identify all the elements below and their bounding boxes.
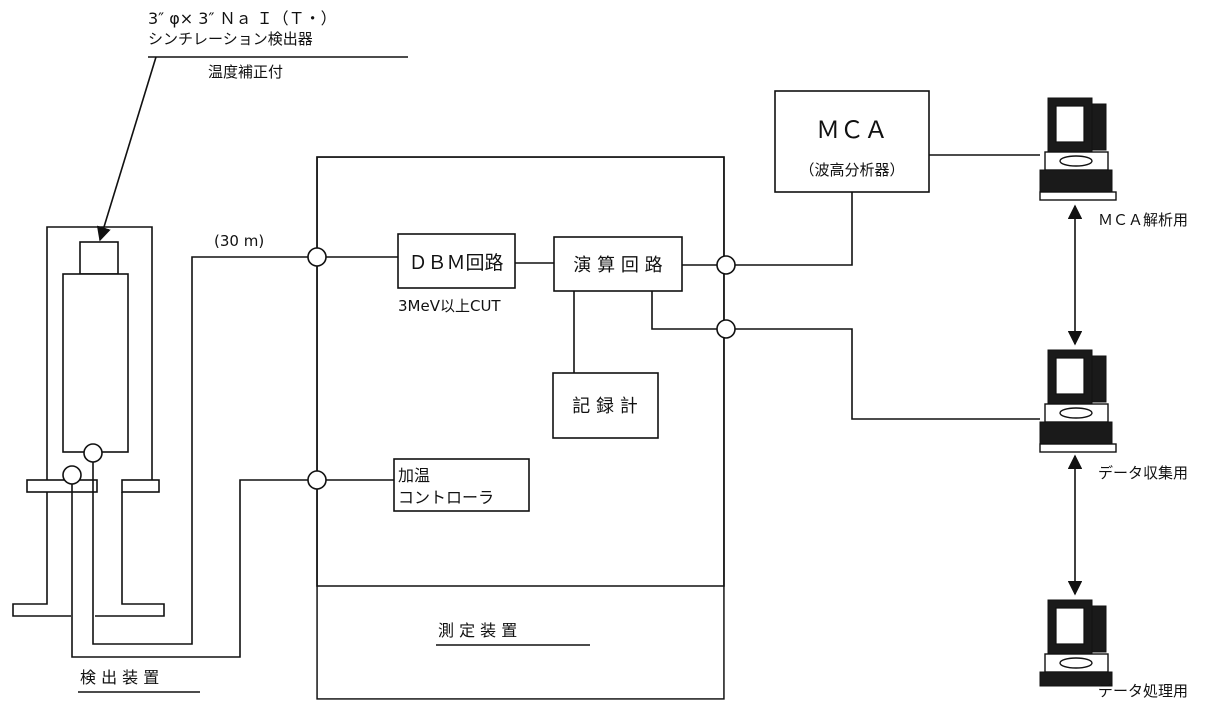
mca-subtitle: （波高分析器） xyxy=(799,161,904,179)
heater-controller-box xyxy=(393,458,530,512)
heater-controller-line1: 加温 xyxy=(398,466,430,485)
detector-signal-port xyxy=(83,443,103,463)
dbm-circuit-box xyxy=(397,233,516,289)
recorder-label: 記 録 計 xyxy=(572,396,637,417)
detector-title-line2: シンチレーション検出器 xyxy=(148,30,313,48)
detector-title-line3: 温度補正付 xyxy=(208,63,283,81)
detector-section-label: 検 出 装 置 xyxy=(80,668,159,687)
wire-out-to-pc2 xyxy=(735,328,1040,420)
detector-housing xyxy=(12,226,165,617)
computer-mca-analysis xyxy=(1039,97,1117,201)
recorder-box xyxy=(552,372,659,439)
heater-controller-line2: コントローラ xyxy=(398,488,494,507)
wire-calc-to-out2 xyxy=(651,291,717,330)
detector-title-line1: 3″ φ× 3″ Ｎａ Ｉ（Ｔ・） xyxy=(148,9,337,28)
computer-icon xyxy=(1039,599,1113,687)
signal-cable xyxy=(92,256,308,645)
housing-left-wall xyxy=(46,226,153,467)
computer-data-collection xyxy=(1039,349,1117,453)
enclosure-outline xyxy=(316,156,725,587)
cable-length-label: (30 m) xyxy=(214,232,264,250)
calculation-circuit-label: 演 算 回 路 xyxy=(573,255,662,276)
computer-icon xyxy=(1039,97,1117,201)
detector-heater-port xyxy=(62,465,82,485)
detector-callout-arrow xyxy=(96,56,157,242)
dbm-circuit-label: ＤＢＭ回路 xyxy=(408,252,503,274)
heater-cable xyxy=(71,479,308,658)
nai-crystal xyxy=(62,273,129,453)
detector-cap xyxy=(79,241,119,275)
dbm-cutoff-note: 3MeV以上CUT xyxy=(398,297,501,315)
mca-title: ＭＣＡ xyxy=(816,116,888,144)
detector-title: 3″ φ× 3″ Ｎａ Ｉ（Ｔ・） シンチレーション検出器 温度補正付 xyxy=(148,9,408,81)
base-right-leg xyxy=(95,492,165,617)
calculation-circuit-box xyxy=(553,236,683,292)
output-mca-connector xyxy=(716,255,736,275)
measurement-section-label: 測 定 装 置 xyxy=(438,621,517,640)
output-pc-connector xyxy=(716,319,736,339)
computer-data-processing xyxy=(1039,599,1113,687)
housing-right-flange xyxy=(121,479,160,493)
base-left-leg xyxy=(12,492,71,617)
input-signal-connector xyxy=(307,247,327,267)
input-heater-connector xyxy=(307,470,327,490)
computer-label-mca-analysis: ＭＣＡ解析用 xyxy=(1098,211,1188,229)
computer-label-data-collection: データ収集用 xyxy=(1098,464,1188,482)
wire-out-to-mca xyxy=(735,192,853,266)
housing-left-flange xyxy=(26,479,98,493)
computer-label-data-processing: データ処理用 xyxy=(1098,682,1188,700)
computer-icon xyxy=(1039,349,1117,453)
